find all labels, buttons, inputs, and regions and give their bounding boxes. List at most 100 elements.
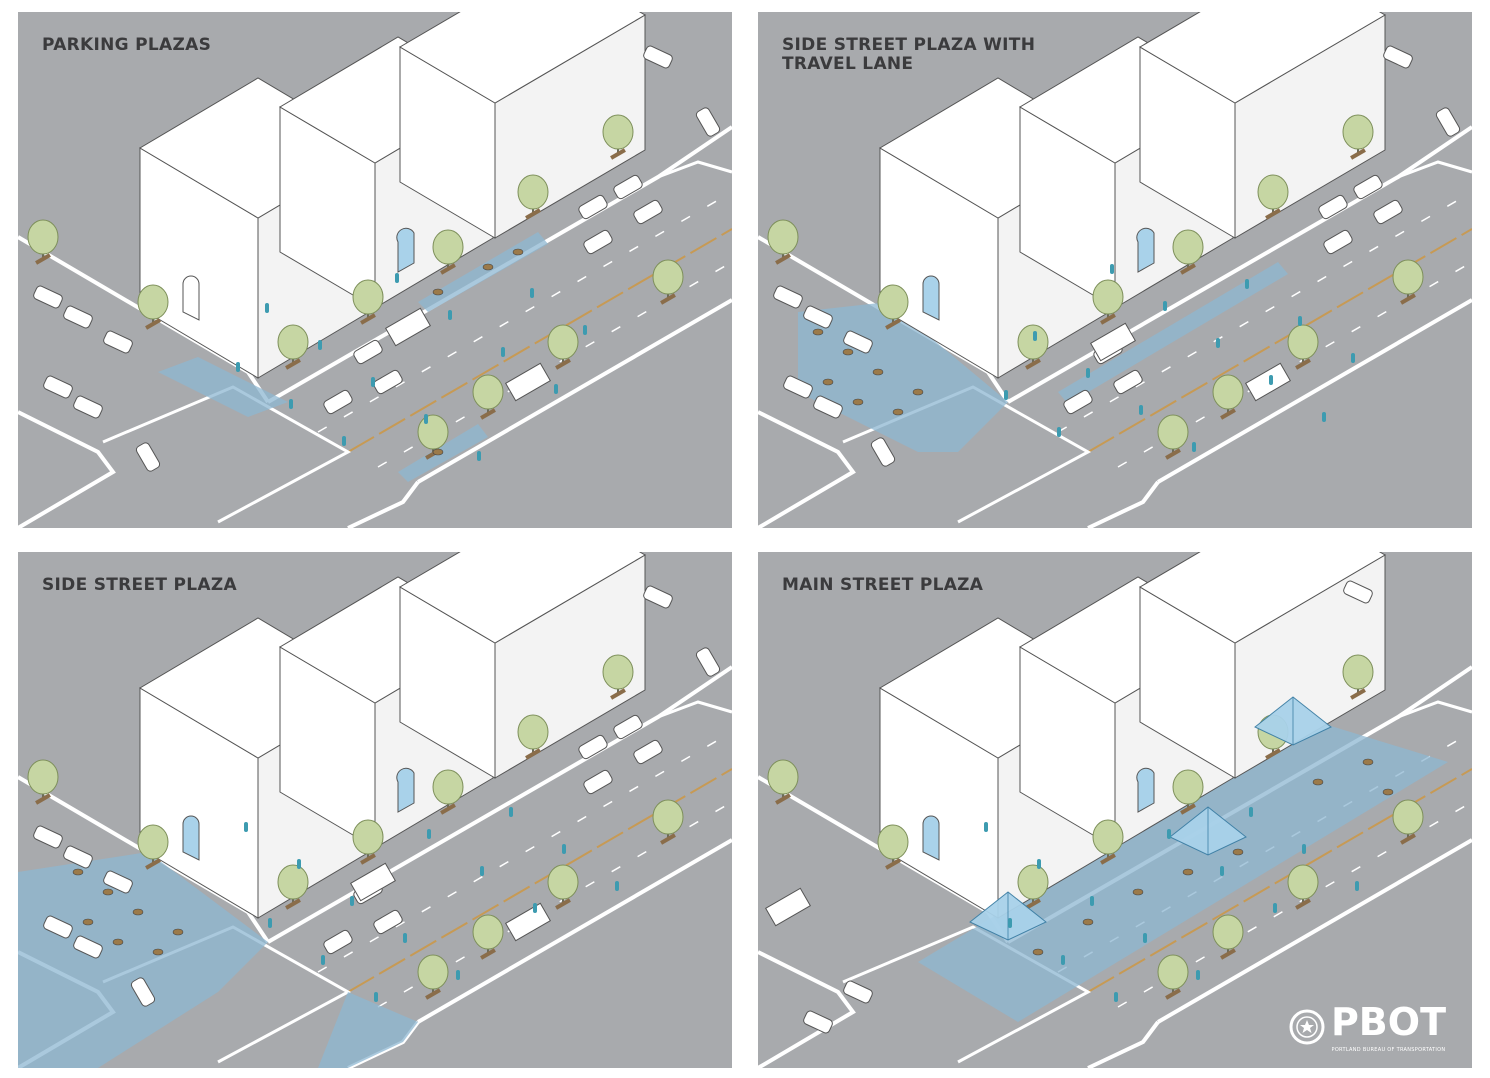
tree-planter xyxy=(885,858,901,870)
cafe-table-icon xyxy=(842,348,854,356)
car-icon xyxy=(73,395,103,419)
car-icon xyxy=(583,769,613,795)
tree-planter xyxy=(1350,688,1366,700)
car-icon xyxy=(643,45,673,69)
parking-plaza xyxy=(158,357,288,417)
person-icon xyxy=(1114,992,1118,1002)
person-icon xyxy=(1351,353,1355,363)
person-icon xyxy=(554,384,558,394)
panel-title: SIDE STREET PLAZA WITH TRAVEL LANE xyxy=(782,35,1036,74)
tree-icon xyxy=(517,174,549,210)
tree-planter xyxy=(1350,148,1366,160)
panel-title: PARKING PLAZAS xyxy=(42,35,212,55)
lane-line xyxy=(1057,191,1472,433)
tree-icon xyxy=(27,219,59,255)
cafe-table-icon xyxy=(852,398,864,406)
tree-planter xyxy=(145,318,161,330)
car-icon xyxy=(583,229,613,255)
person-icon xyxy=(1355,881,1359,891)
panel-side-street-plaza: SIDE STREET PLAZA xyxy=(18,552,732,1068)
far-corner-curb xyxy=(657,160,732,179)
person-icon xyxy=(456,970,460,980)
tree-icon xyxy=(1392,799,1424,835)
car-icon xyxy=(695,107,721,137)
door-icon xyxy=(396,767,415,813)
tree-planter xyxy=(1295,358,1311,370)
car-icon xyxy=(33,285,63,309)
tree-icon xyxy=(137,284,169,320)
car-icon xyxy=(1318,194,1348,220)
person-icon xyxy=(321,955,325,965)
building-3-roof xyxy=(399,552,646,644)
tree-icon xyxy=(602,114,634,150)
person-icon xyxy=(448,310,452,320)
tree-icon xyxy=(1212,374,1244,410)
cafe-table-icon xyxy=(82,918,94,926)
cafe-table-icon xyxy=(1182,868,1194,876)
person-icon xyxy=(424,414,428,424)
car-icon xyxy=(843,330,873,354)
door-icon xyxy=(1136,227,1155,273)
person-icon xyxy=(1139,405,1143,415)
pbot-logo: PBOT PORTLAND BUREAU OF TRANSPORTATION xyxy=(1289,999,1446,1054)
person-icon xyxy=(1004,390,1008,400)
car-icon xyxy=(633,199,663,225)
far-corner-curb xyxy=(657,700,732,719)
person-icon xyxy=(480,866,484,876)
door-icon xyxy=(1136,767,1155,813)
tree-icon xyxy=(417,414,449,450)
tree-planter xyxy=(480,948,496,960)
tree-planter xyxy=(1025,358,1041,370)
tree-icon xyxy=(1342,654,1374,690)
parking-plazas-illustration xyxy=(18,12,732,528)
person-icon xyxy=(562,844,566,854)
cross-street-far-curb xyxy=(758,410,856,528)
tree-icon xyxy=(877,284,909,320)
tree-planter xyxy=(35,253,51,265)
tree-planter xyxy=(1400,833,1416,845)
cafe-table-icon xyxy=(482,263,494,271)
person-icon xyxy=(1269,375,1273,385)
person-icon xyxy=(1298,316,1302,326)
tree-planter xyxy=(1220,408,1236,420)
cafe-table-icon xyxy=(172,928,184,936)
car-icon xyxy=(323,389,353,415)
car-icon xyxy=(578,194,608,220)
tree-icon xyxy=(1392,259,1424,295)
tree-planter xyxy=(885,318,901,330)
tree-planter xyxy=(525,208,541,220)
car-icon xyxy=(803,1010,833,1034)
person-icon xyxy=(1192,442,1196,452)
tree-icon xyxy=(352,819,384,855)
person-icon xyxy=(427,829,431,839)
tree-icon xyxy=(1157,414,1189,450)
tree-icon xyxy=(27,759,59,795)
tree-planter xyxy=(1265,208,1281,220)
tree-icon xyxy=(767,759,799,795)
tree-planter xyxy=(360,313,376,325)
car-icon xyxy=(373,909,403,935)
cafe-table-icon xyxy=(512,248,524,256)
door-icon xyxy=(182,815,200,861)
tree-planter xyxy=(285,358,301,370)
person-icon xyxy=(1196,970,1200,980)
person-icon xyxy=(1220,866,1224,876)
main-street-far-curb xyxy=(1156,298,1472,484)
person-icon xyxy=(1090,896,1094,906)
car-icon xyxy=(613,174,643,200)
tree-planter xyxy=(660,293,676,305)
car-icon xyxy=(33,825,63,849)
car-icon xyxy=(1435,107,1461,137)
person-icon xyxy=(1033,331,1037,341)
tree-icon xyxy=(1212,914,1244,950)
tree-icon xyxy=(547,864,579,900)
person-icon xyxy=(984,822,988,832)
tree-planter xyxy=(1165,448,1181,460)
car-icon xyxy=(633,739,663,765)
cafe-table-icon xyxy=(132,908,144,916)
car-icon xyxy=(578,734,608,760)
tree-planter xyxy=(1165,988,1181,1000)
door-icon xyxy=(922,275,940,321)
cafe-table-icon xyxy=(72,868,84,876)
tree-planter xyxy=(775,793,791,805)
